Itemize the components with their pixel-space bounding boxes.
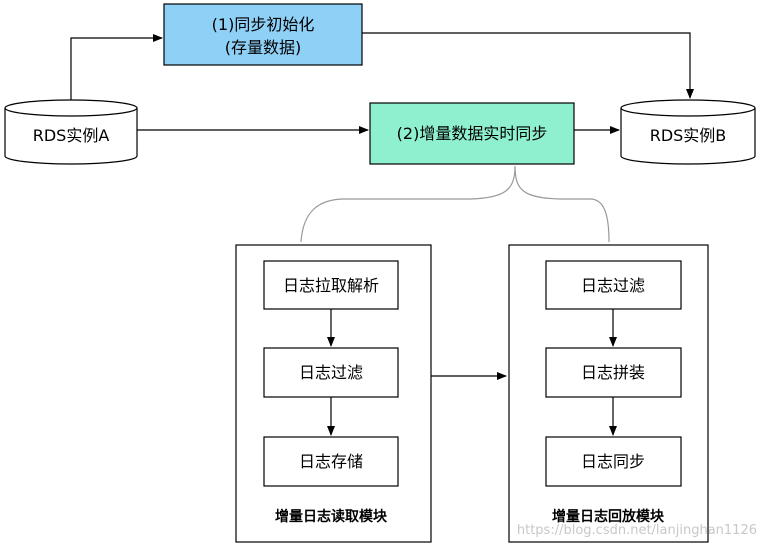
expand-brace xyxy=(300,165,610,243)
target-db-cylinder: RDS实例B xyxy=(620,99,756,165)
replay-step-1-label: 日志过滤 xyxy=(581,276,645,295)
init-sync-box xyxy=(163,3,363,66)
replay-step-2-label: 日志拼装 xyxy=(581,363,645,382)
source-db-cylinder: RDS实例A xyxy=(4,99,138,165)
replay-step-2-box xyxy=(545,347,682,398)
replay-module-title: 增量日志回放模块 xyxy=(552,508,665,525)
reader-step-3-box xyxy=(263,436,399,487)
target-db-label: RDS实例B xyxy=(650,126,727,145)
reader-step-2-label: 日志过滤 xyxy=(299,363,363,382)
reader-step-2-box xyxy=(263,347,399,398)
incremental-sync-box xyxy=(369,102,575,165)
arrow-init-to-target xyxy=(362,32,694,99)
init-sync-title: (1)同步初始化 xyxy=(212,15,315,34)
arrow-source-to-init xyxy=(70,34,163,100)
reader-step-1-label: 日志拉取解析 xyxy=(283,276,379,295)
init-sync-subtitle: (存量数据) xyxy=(225,38,302,57)
source-db-label: RDS实例A xyxy=(33,126,110,145)
replay-step-1-box xyxy=(545,260,682,310)
watermark: https://blog.csdn.net/lanjinghan1126 xyxy=(517,523,757,538)
replay-step-3-label: 日志同步 xyxy=(581,452,645,471)
incremental-sync-label: (2)增量数据实时同步 xyxy=(397,124,548,143)
replay-step-3-box xyxy=(545,436,682,487)
reader-step-3-label: 日志存储 xyxy=(299,452,363,471)
reader-module-title: 增量日志读取模块 xyxy=(275,508,388,525)
reader-step-1-box xyxy=(263,260,399,310)
